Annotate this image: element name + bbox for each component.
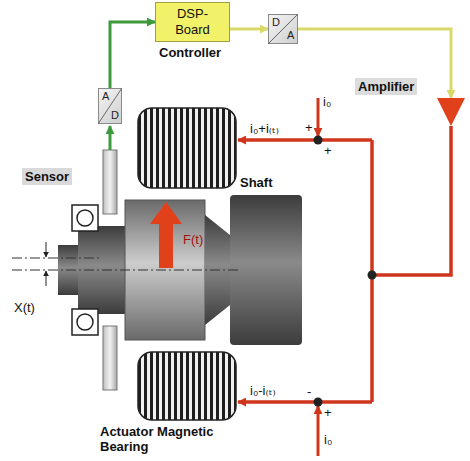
bias-current-arrow	[317, 406, 320, 456]
controller-board: DSP-BoardController	[155, 2, 230, 60]
signal-name: X(t)	[14, 300, 35, 315]
part-label: Shaft	[240, 175, 273, 190]
actuator-coil	[138, 352, 236, 420]
signal-name: i₀	[324, 432, 332, 447]
bearing-ball	[77, 210, 93, 226]
amplifier-triangle	[437, 98, 465, 126]
converter-letter: A	[287, 29, 294, 42]
ad-converter: AD	[98, 88, 122, 124]
displacement-arrow	[46, 271, 47, 286]
force-arrow	[150, 202, 182, 268]
diagonal-line	[268, 14, 298, 44]
signal-name: F(t)	[183, 232, 203, 247]
axis-line	[12, 270, 240, 271]
converter-letter: D	[111, 109, 119, 122]
junction-dot	[314, 136, 323, 145]
junction-dot	[314, 398, 323, 407]
sensor-signal	[109, 126, 112, 150]
junction-dot	[368, 271, 377, 280]
bias-current-arrow	[317, 98, 320, 136]
box-text: DSP-Board	[164, 6, 221, 38]
amplifier-output-wire	[372, 126, 451, 275]
coil-current-wire	[238, 138, 372, 142]
signal-connector	[298, 29, 451, 98]
amplifier: Amplifier	[355, 78, 467, 128]
box-heading: Amplifier	[355, 78, 417, 95]
sensor-plate	[103, 150, 117, 214]
sign-symbol: +	[324, 405, 332, 420]
offset-line	[12, 258, 100, 259]
box-heading: Controller	[159, 45, 230, 60]
signal-name: i₀	[323, 94, 331, 109]
da-converter: DA	[268, 14, 298, 44]
diagonal-line	[98, 88, 122, 124]
converter-letter: D	[272, 16, 280, 29]
sign-symbol: +	[305, 120, 313, 135]
ball-bearing	[72, 205, 98, 231]
sensor-plate	[103, 326, 117, 390]
amplifier-symbol	[437, 98, 465, 126]
bearing-ball	[77, 314, 93, 330]
board-box: DSP-Board	[155, 2, 230, 42]
ball-bearing	[72, 309, 98, 335]
actuator-coil	[138, 108, 236, 188]
shaft-cylinder	[230, 195, 302, 345]
signal-name: i₀+i₍ₜ₎	[250, 121, 279, 136]
signal-connector	[230, 28, 268, 31]
sign-symbol: -	[307, 384, 311, 399]
converter-letter: A	[102, 90, 109, 103]
part-label: Actuator Magnetic Bearing	[100, 424, 230, 454]
signal-connector	[110, 22, 155, 88]
displacement-arrow	[46, 242, 47, 257]
part-label: Sensor	[22, 168, 72, 185]
coil-current-wire	[238, 400, 372, 404]
sign-symbol: +	[324, 143, 332, 158]
signal-name: i₀-i₍ₜ₎	[250, 383, 276, 398]
